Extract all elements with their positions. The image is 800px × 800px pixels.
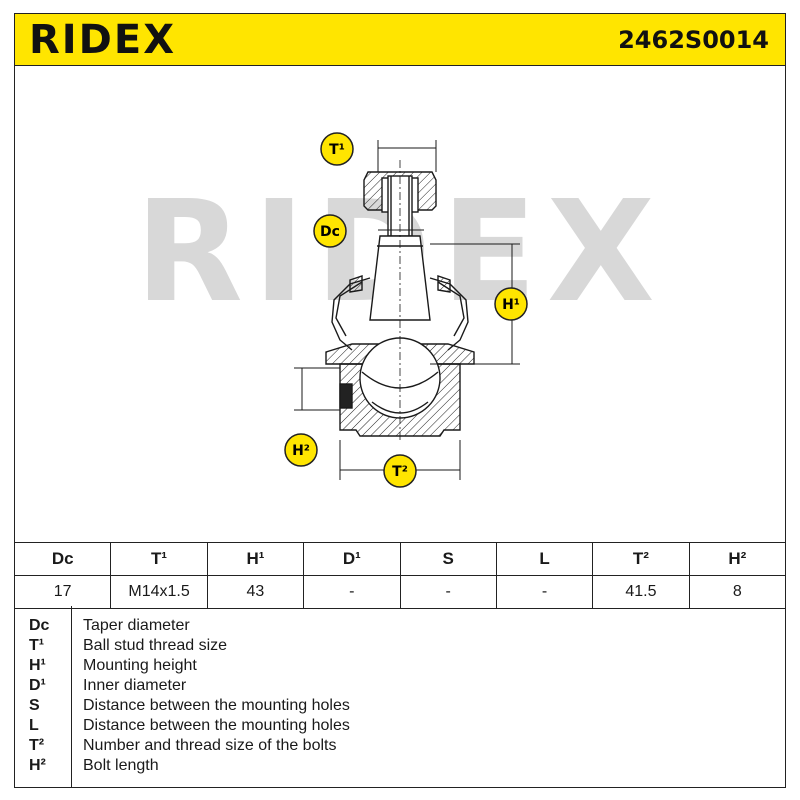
specs-header: H¹: [206, 542, 305, 576]
legend-code: L: [29, 717, 39, 734]
callout-dc: Dc: [320, 224, 340, 240]
specs-value: -: [495, 575, 594, 609]
legend-desc: Distance between the mounting holes: [83, 717, 350, 734]
specs-value: 41.5: [592, 575, 690, 609]
ball-joint-drawing: T¹ Dc H¹ H² T²: [284, 132, 528, 488]
specs-value: -: [399, 575, 497, 609]
specs-table: Dc T¹ H¹ D¹ S L T² H² 17 M14x1.5 43 - - …: [13, 542, 787, 609]
legend-desc: Mounting height: [83, 657, 197, 674]
specs-value-row: 17 M14x1.5 43 - - - 41.5 8: [13, 575, 787, 609]
legend-divider: [71, 606, 72, 787]
part-number: 2462S0014: [618, 26, 769, 54]
legend-code: H¹: [29, 657, 46, 674]
specs-value: 43: [206, 575, 305, 609]
specs-header: T¹: [110, 542, 208, 576]
callout-h1: H¹: [502, 297, 520, 313]
legend-code: S: [29, 697, 40, 714]
callout-t1: T¹: [329, 142, 345, 158]
legend-desc: Inner diameter: [83, 677, 187, 694]
legend-desc: Taper diameter: [83, 617, 190, 634]
specs-header: L: [495, 542, 594, 576]
legend-desc: Distance between the mounting holes: [83, 697, 350, 714]
legend-desc: Ball stud thread size: [83, 637, 228, 654]
legend-code: D¹: [29, 677, 46, 694]
callout-t2: T²: [392, 464, 408, 480]
drawing-area: [14, 66, 786, 542]
legend-code: T²: [29, 737, 45, 754]
specs-header: D¹: [303, 542, 401, 576]
specs-header: H²: [688, 542, 787, 576]
specs-header: Dc: [13, 542, 112, 576]
specs-header-row: Dc T¹ H¹ D¹ S L T² H²: [13, 542, 787, 576]
legend-desc: Bolt length: [83, 757, 159, 774]
legend-code: H²: [29, 757, 46, 774]
bolt-shape: [339, 383, 353, 409]
specs-value: M14x1.5: [110, 575, 208, 609]
specs-value: 17: [13, 575, 112, 609]
specs-value: -: [303, 575, 401, 609]
specs-value: 8: [688, 575, 787, 609]
legend-code: Dc: [29, 617, 50, 634]
specs-header: T²: [592, 542, 690, 576]
header-bar: RIDEX 2462S0014: [14, 13, 786, 66]
legend-box: Dc Taper diameter T¹ Ball stud thread si…: [14, 606, 786, 788]
legend-code: T¹: [29, 637, 45, 654]
legend-desc: Number and thread size of the bolts: [83, 737, 337, 754]
callout-h2: H²: [292, 443, 310, 459]
specs-header: S: [399, 542, 497, 576]
brand-logo: RIDEX: [29, 17, 177, 63]
